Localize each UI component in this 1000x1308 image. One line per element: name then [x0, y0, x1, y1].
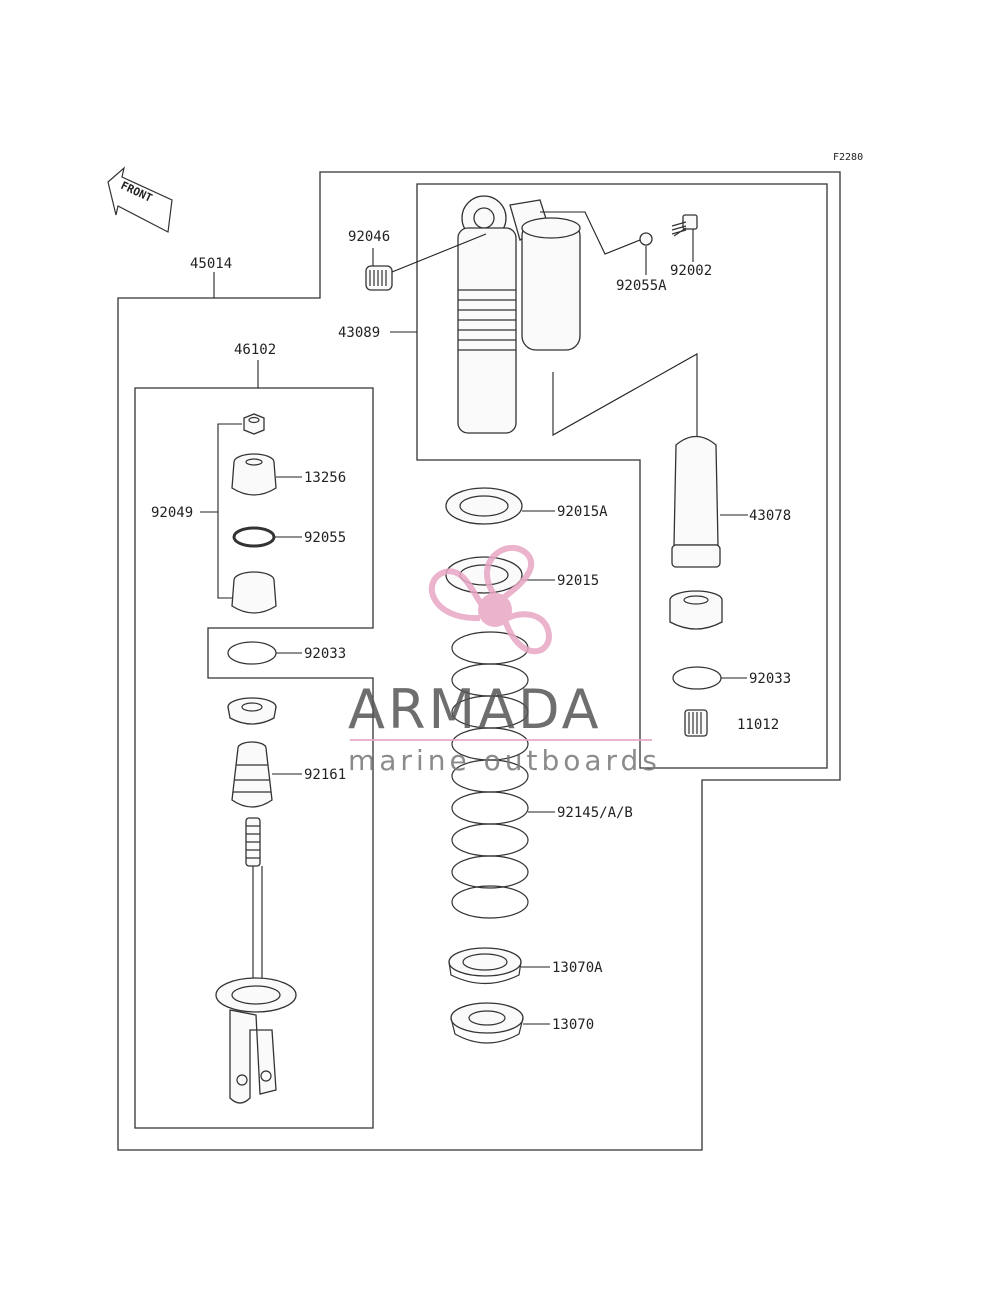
front-direction-arrow: FRONT	[107, 166, 173, 233]
circlip-92033-right	[672, 666, 722, 690]
reservoir-cap-43078	[671, 435, 721, 568]
bushing-92046	[365, 265, 393, 291]
part-label-92033-right: 92033	[749, 671, 791, 687]
spring-seat-13070A	[448, 947, 522, 984]
propeller-logo	[428, 544, 552, 655]
bump-rubber-13256	[231, 453, 277, 496]
watermark-tagline: marine outboards	[348, 744, 661, 777]
part-label-13256: 13256	[304, 470, 346, 486]
collar-92049	[231, 571, 277, 614]
reservoir-43089	[521, 217, 581, 351]
bolt-92002	[671, 214, 698, 237]
armada-watermark: ARMADA marine outboards	[348, 544, 661, 777]
part-label-13070A: 13070A	[552, 960, 603, 976]
circlip-92033-left	[227, 641, 277, 665]
watermark-brand: ARMADA	[348, 678, 602, 741]
figure-reference-code: F2280	[833, 152, 863, 163]
piston-rod-clevis	[215, 817, 297, 1104]
part-label-45014: 45014	[190, 256, 232, 272]
part-label-92033-left: 92033	[304, 646, 346, 662]
part-label-92049: 92049	[151, 505, 193, 521]
part-label-43078: 43078	[749, 508, 791, 524]
part-label-11012: 11012	[737, 717, 779, 733]
part-label-92145: 92145/A/B	[557, 805, 633, 821]
front-arrow-label: FRONT	[119, 179, 155, 205]
spring-seat-13070	[450, 1002, 524, 1044]
rod-guide-cap	[227, 697, 277, 725]
nut-92049	[243, 413, 265, 435]
part-label-92015: 92015	[557, 573, 599, 589]
assembly-frame-45014	[117, 171, 841, 1151]
o-ring-92055	[232, 526, 276, 548]
part-label-46102: 46102	[234, 342, 276, 358]
part-label-13070: 13070	[552, 1017, 594, 1033]
o-ring-92055A	[639, 232, 653, 246]
shock-body-frame	[416, 183, 828, 769]
part-label-92046: 92046	[348, 229, 390, 245]
part-label-43089: 43089	[338, 325, 380, 341]
part-label-92015A: 92015A	[557, 504, 608, 520]
bump-stop-92161	[231, 741, 273, 808]
shock-body-43089	[457, 195, 549, 434]
part-label-92055: 92055	[304, 530, 346, 546]
lock-nut-92015A	[445, 487, 523, 525]
filter-11012	[684, 709, 708, 737]
assembly-frame-46102	[134, 387, 374, 1129]
part-label-92161: 92161	[304, 767, 346, 783]
reservoir-end-cap	[669, 590, 723, 630]
part-label-92055A: 92055A	[616, 278, 667, 294]
part-label-92002: 92002	[670, 263, 712, 279]
